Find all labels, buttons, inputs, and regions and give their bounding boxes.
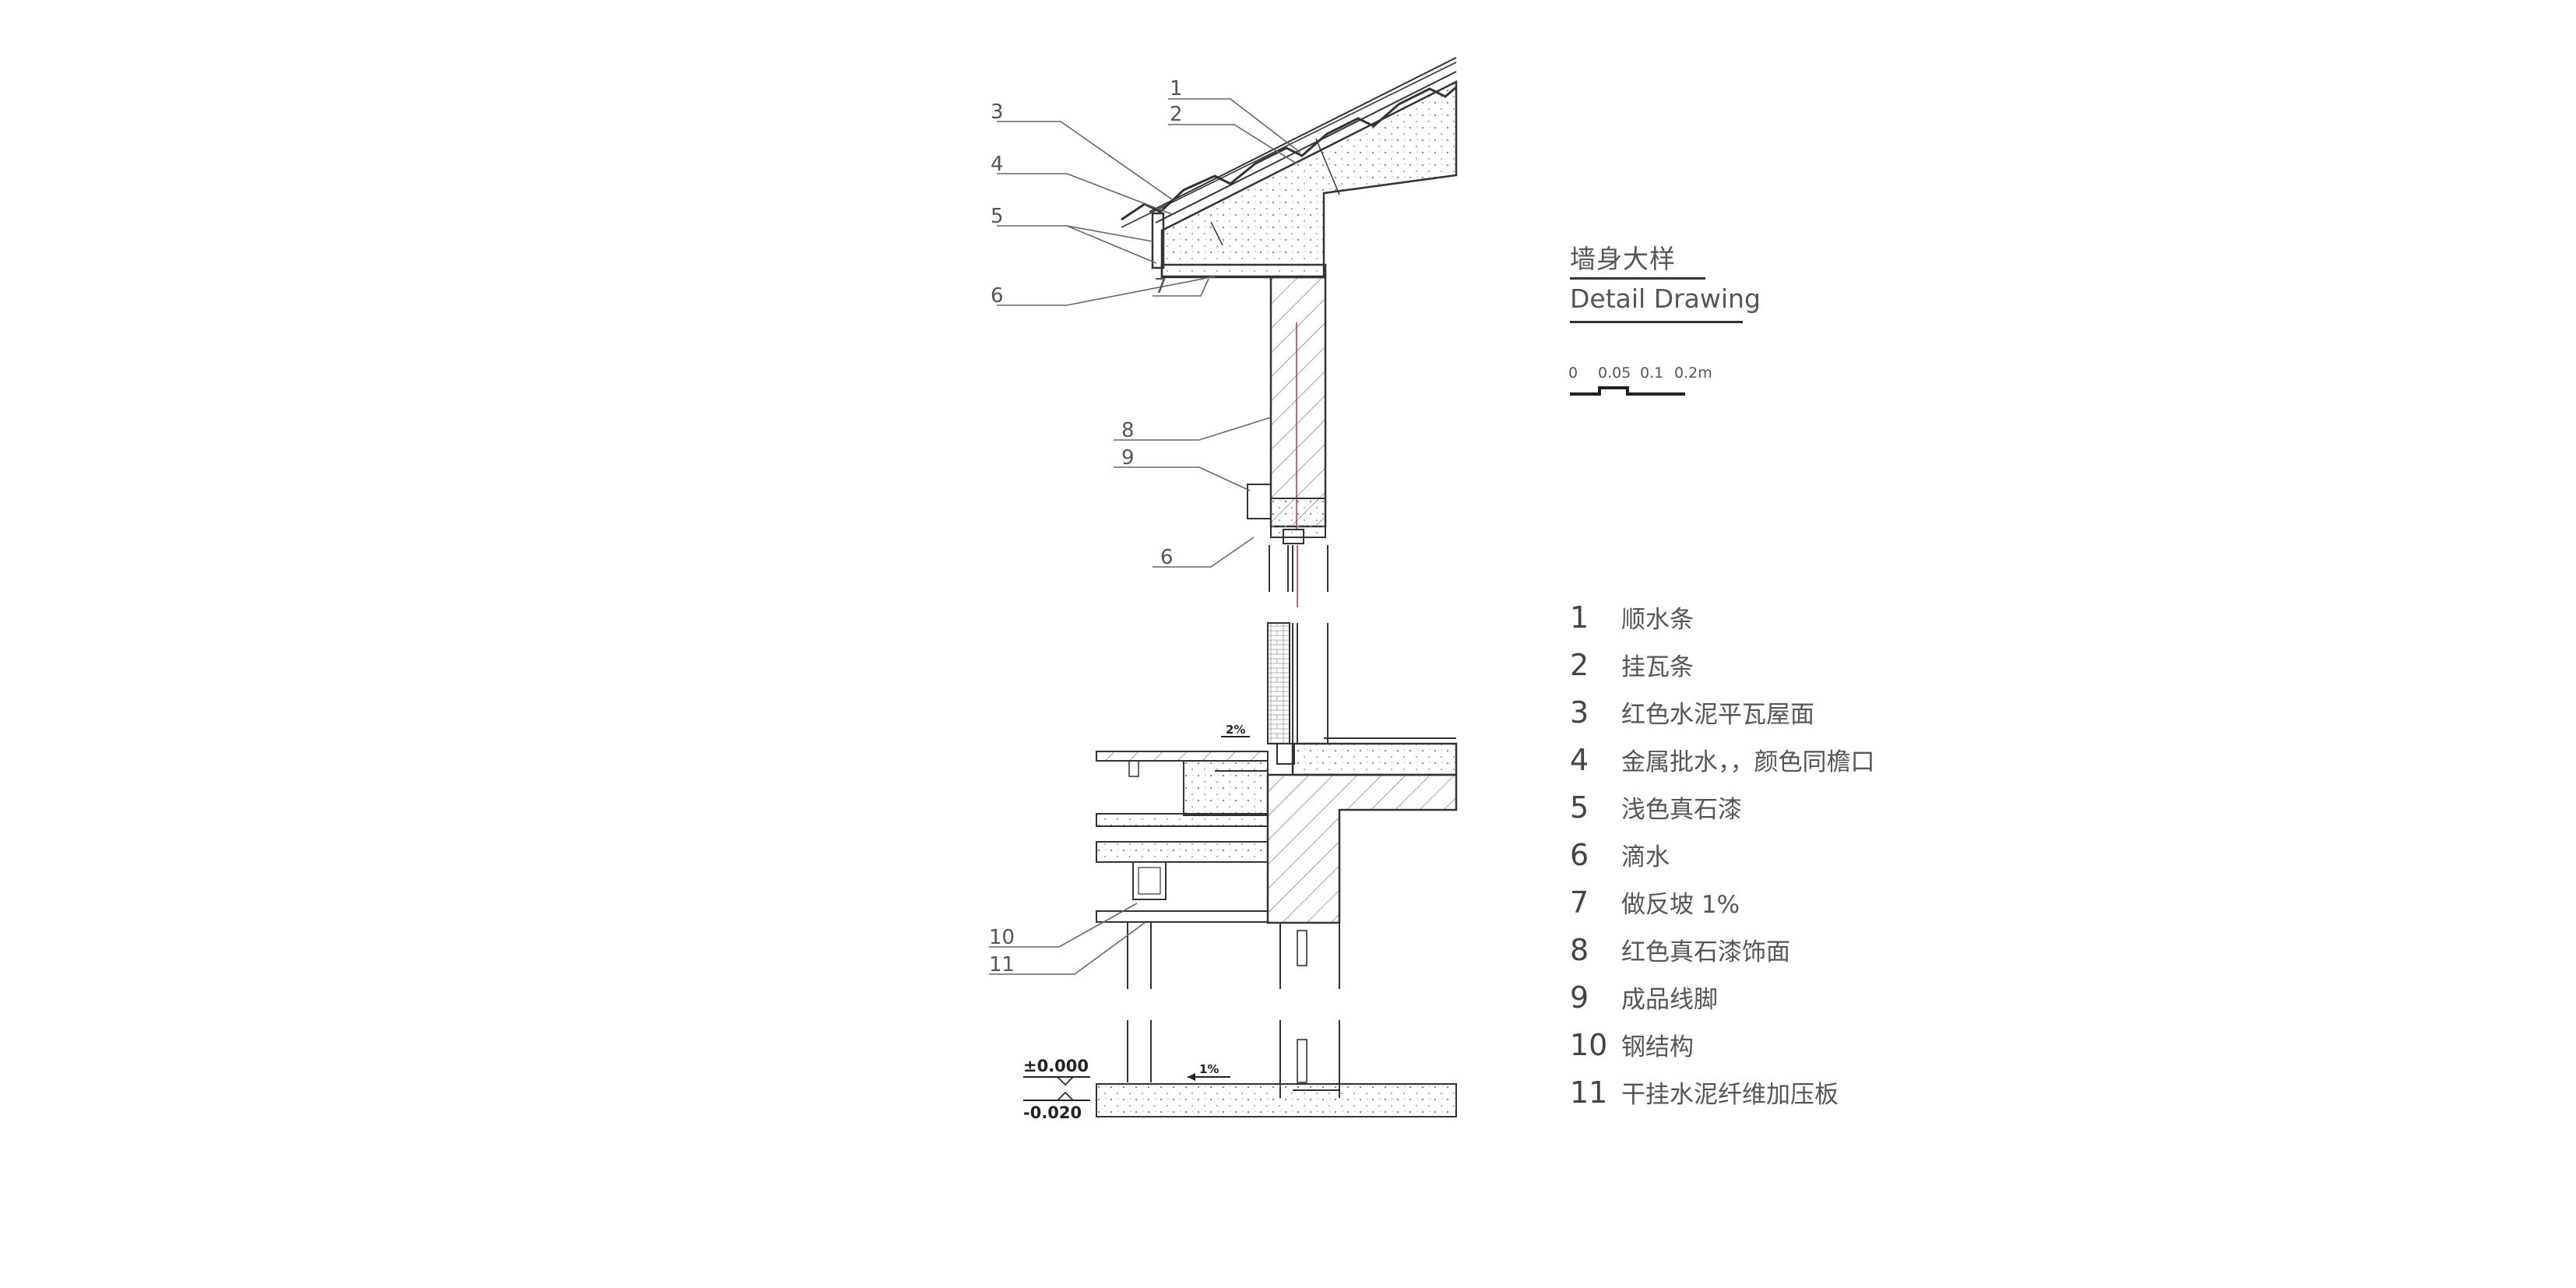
eave-soffit [1160,263,1327,279]
callout-8: 8 [1121,419,1135,442]
legend-text: 浅色真石漆 [1621,796,1742,824]
callout-11: 11 [989,953,1015,977]
legend-text: 钢结构 [1621,1033,1694,1061]
legend-number: 1 [1570,600,1589,635]
legend-item: 5 浅色真石漆 [1570,783,1875,831]
callouts: 1 2 3 4 5 6 7 8 9 6 10 11 [989,77,1301,977]
canopy-gutter [1183,760,1269,816]
legend-text: 干挂水泥纤维加压板 [1621,1081,1839,1109]
legend-text: 红色真石漆饰面 [1621,938,1790,966]
legend-item: 9 成品线脚 [1570,973,1875,1021]
callout-1: 1 [1170,77,1183,100]
eave-fascia [1151,212,1165,269]
title-chinese: 墙身大样 [1570,244,1676,274]
legend-number: 6 [1570,837,1589,872]
scale-bar-graphic [1570,386,1685,396]
legend-item: 2 挂瓦条 [1570,641,1875,688]
legend-number: 5 [1570,790,1589,825]
level-upper: ±0.000 [1023,1057,1089,1075]
level-lower: -0.020 [1023,1103,1082,1122]
roof-assembly [1121,57,1458,279]
base-columns [1096,923,1457,1117]
callout-6-eave: 6 [991,284,1004,308]
floor-slab-beam [1096,737,1458,924]
legend-item: 8 红色真石漆饰面 [1570,926,1875,973]
legend-text: 顺水条 [1621,606,1694,634]
slope-roof-label: 2% [1226,723,1245,737]
slope-markers: 2% 1% [1188,723,1250,1081]
ground-slab [1096,1083,1457,1117]
legend-text: 做反坡 1% [1621,891,1740,919]
callout-7: 7 [1154,275,1167,298]
callout-5: 5 [991,205,1004,228]
title-underline-cn [1570,277,1705,280]
wall-lintel [1270,498,1326,538]
level-marks: ±0.000 -0.020 [1023,1057,1090,1122]
callout-2: 2 [1170,103,1183,126]
cladding-panel [1096,910,1269,923]
molding-profile [1247,484,1272,519]
lower-wall [1267,622,1328,744]
scale-label-005: 0.05 [1598,364,1631,382]
roof-tiles [1121,86,1457,221]
title-underline-en [1570,321,1743,323]
scale-label-02: 0.2m [1674,364,1712,382]
legend-item: 3 红色水泥平瓦屋面 [1570,688,1875,736]
legend-item: 6 滴水 [1570,831,1875,878]
legend-text: 金属批水，，颜色同檐口 [1621,748,1875,776]
callout-9: 9 [1121,446,1135,470]
legend-text: 滴水 [1621,843,1670,871]
callout-10: 10 [989,926,1015,949]
steel-member [1132,861,1167,900]
legend-item: 10 钢结构 [1570,1021,1875,1068]
legend-number: 10 [1570,1027,1608,1062]
legend-number: 3 [1570,695,1589,730]
legend-number: 4 [1570,742,1589,777]
legend-item: 4 金属批水，，颜色同檐口 [1570,736,1875,783]
ceiling-board [1096,841,1269,863]
exterior-wall [1247,276,1328,607]
callout-3: 3 [991,100,1004,124]
legend-number: 7 [1570,885,1589,920]
scale-label-01: 0.1 [1640,364,1664,382]
legend-number: 9 [1570,980,1589,1015]
callout-6-sill: 6 [1160,546,1174,569]
legend-item: 1 顺水条 [1570,593,1875,641]
scale-label-0: 0 [1568,364,1578,382]
canopy-slab [1096,751,1269,762]
legend-text: 挂瓦条 [1621,653,1694,681]
legend-text: 红色水泥平瓦屋面 [1621,701,1814,729]
legend-number: 2 [1570,647,1589,682]
legend-item: 7 做反坡 1% [1570,878,1875,926]
legend-number: 11 [1570,1075,1608,1110]
legend-item: 11 干挂水泥纤维加压板 [1570,1068,1875,1116]
callout-4: 4 [991,153,1004,176]
title-english: Detail Drawing [1570,283,1761,314]
legend-number: 8 [1570,932,1589,967]
canopy-finish [1096,813,1269,827]
legend-text: 成品线脚 [1621,986,1718,1014]
slope-ground-label: 1% [1199,1062,1219,1076]
